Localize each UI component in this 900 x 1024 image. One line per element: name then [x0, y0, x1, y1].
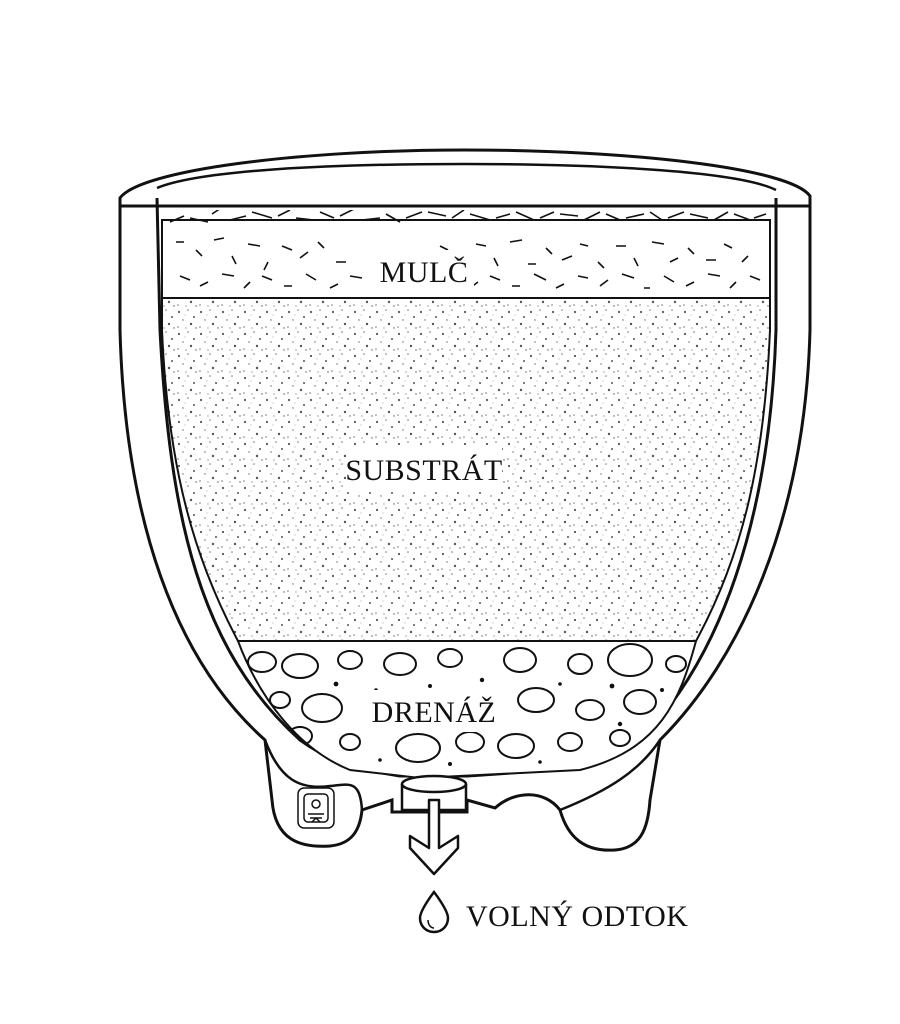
drainage-layer: [236, 640, 698, 780]
water-drop-icon: [418, 889, 450, 934]
drain-hole: [400, 774, 468, 812]
pot-outer-wall: [118, 198, 812, 852]
mulch-label: MULČ: [380, 256, 469, 289]
emblem-icon: [297, 787, 335, 829]
substrate-layer: [161, 297, 771, 642]
drainage-label: DRENÁŽ: [372, 696, 497, 729]
mulch-layer: [161, 210, 771, 299]
pot-foot-right: [559, 739, 662, 812]
pot-foot-left: [263, 739, 364, 811]
pot-rim-outer: [118, 148, 812, 208]
pot-rim-inner: [156, 162, 777, 192]
substrate-label: SUBSTRÁT: [345, 454, 502, 487]
outflow-label: VOLNÝ ODTOK: [466, 900, 688, 933]
outflow-arrow-icon: [408, 798, 460, 876]
